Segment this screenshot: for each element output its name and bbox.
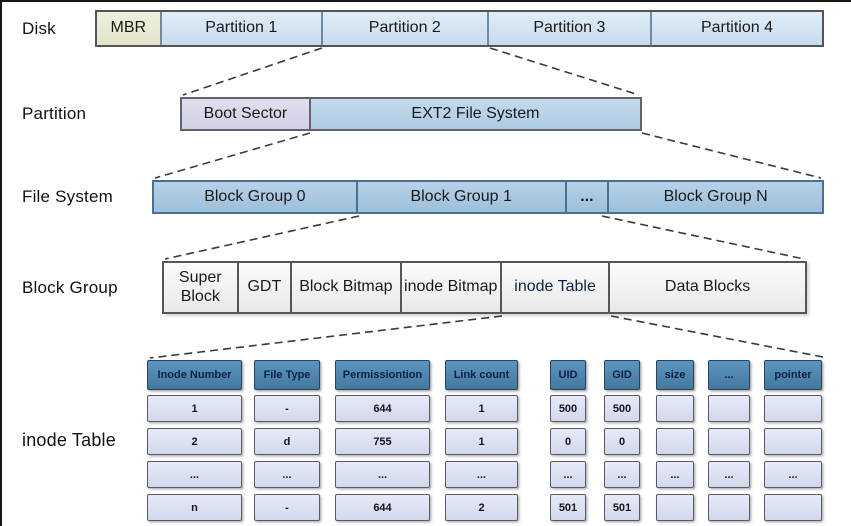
table-cell: 1	[445, 395, 518, 422]
inode-table-column-gid: GID 500 0 ... 501	[604, 360, 640, 526]
segment-block-group-ellipsis: ...	[566, 182, 610, 212]
connector-disk-partition-left	[182, 47, 323, 96]
table-cell: 644	[335, 494, 430, 521]
filesystem-bar: Block Group 0 Block Group 1 ... Block Gr…	[152, 180, 824, 214]
table-cell	[656, 428, 694, 455]
segment-block-group-1: Block Group 1	[357, 182, 567, 212]
segment-partition-1: Partition 1	[161, 12, 323, 45]
filesystem-layer-label: File System	[22, 187, 113, 206]
table-cell: 755	[335, 428, 430, 455]
table-cell: d	[254, 428, 320, 455]
connector-blockgroup-table-right	[610, 315, 829, 359]
inode-table-column-link-count: Link count 1 1 ... 2	[445, 360, 518, 526]
table-cell	[764, 395, 822, 422]
table-header-cell: File Type	[254, 360, 320, 390]
segment-block-bitmap: Block Bitmap	[292, 263, 402, 312]
partition-layer-label: Partition	[22, 104, 87, 123]
table-cell	[764, 428, 822, 455]
table-cell	[764, 494, 822, 521]
table-header-cell: size	[656, 360, 694, 390]
table-cell: -	[254, 494, 320, 521]
table-header-cell: pointer	[764, 360, 822, 390]
partition-bar: Boot Sector EXT2 File System	[180, 97, 642, 131]
segment-block-group-0: Block Group 0	[154, 182, 358, 212]
segment-inode-table: inode Table	[501, 263, 611, 312]
table-cell	[708, 428, 750, 455]
table-cell: ...	[147, 461, 242, 488]
segment-partition-2: Partition 2	[322, 12, 489, 45]
table-cell: ...	[254, 461, 320, 488]
connector-fs-blockgroup-right	[601, 215, 805, 260]
connector-disk-partition-right	[489, 47, 640, 96]
table-header-cell: Inode Number	[147, 360, 242, 390]
table-header-cell: Permissiontion	[335, 360, 430, 390]
inode-table-column-ellipsis: ... ...	[708, 360, 750, 526]
connector-partition-fs-right	[641, 132, 822, 179]
table-cell: ...	[708, 461, 750, 488]
table-header-cell: Link count	[445, 360, 518, 390]
table-cell: 1	[147, 395, 242, 422]
table-cell: 0	[550, 428, 586, 455]
table-cell: -	[254, 395, 320, 422]
table-header-cell: UID	[550, 360, 586, 390]
inode-table-column-file-type: File Type - d ... -	[254, 360, 320, 526]
table-cell	[708, 494, 750, 521]
connector-blockgroup-table-left	[149, 315, 503, 359]
segment-partition-3: Partition 3	[488, 12, 652, 45]
table-cell: 500	[604, 395, 640, 422]
table-cell: 2	[445, 494, 518, 521]
segment-boot-sector: Boot Sector	[182, 99, 311, 129]
table-cell	[708, 395, 750, 422]
segment-partition-4: Partition 4	[651, 12, 822, 45]
table-cell: n	[147, 494, 242, 521]
table-cell: ...	[550, 461, 586, 488]
table-header-cell: GID	[604, 360, 640, 390]
connector-partition-fs-left	[154, 132, 311, 179]
segment-block-group-n: Block Group N	[609, 182, 822, 212]
disk-layer-label: Disk	[22, 18, 56, 38]
table-cell: ...	[764, 461, 822, 488]
connector-fs-blockgroup-left	[164, 215, 360, 260]
table-cell: 2	[147, 428, 242, 455]
segment-data-blocks: Data Blocks	[610, 263, 805, 312]
inode-table-column-permission: Permissiontion 644 755 ... 644	[335, 360, 430, 526]
inode-table-column-inode-number: Inode Number 1 2 ... n	[147, 360, 242, 526]
segment-super-block: Super Block	[164, 263, 239, 312]
inode-table-column-size: size ...	[656, 360, 694, 526]
table-cell: 0	[604, 428, 640, 455]
disk-bar: MBR Partition 1 Partition 2 Partition 3 …	[95, 10, 824, 47]
segment-mbr: MBR	[97, 12, 162, 45]
inode-table-layer-label: inode Table	[22, 429, 116, 450]
table-cell	[656, 395, 694, 422]
segment-inode-bitmap: inode Bitmap	[401, 263, 502, 312]
blockgroup-bar: Super Block GDT Block Bitmap inode Bitma…	[162, 261, 807, 314]
segment-gdt: GDT	[238, 263, 293, 312]
blockgroup-layer-label: Block Group	[22, 277, 118, 297]
table-cell: 1	[445, 428, 518, 455]
table-cell: ...	[445, 461, 518, 488]
inode-table-column-pointer: pointer ...	[764, 360, 822, 526]
table-cell: 644	[335, 395, 430, 422]
table-cell: ...	[604, 461, 640, 488]
table-cell: ...	[656, 461, 694, 488]
segment-ext2-file-system: EXT2 File System	[310, 99, 640, 129]
table-cell: 500	[550, 395, 586, 422]
table-cell: 501	[550, 494, 586, 521]
table-header-cell: ...	[708, 360, 750, 390]
table-cell: 501	[604, 494, 640, 521]
table-cell: ...	[335, 461, 430, 488]
table-cell	[656, 494, 694, 521]
inode-table-column-uid: UID 500 0 ... 501	[550, 360, 586, 526]
